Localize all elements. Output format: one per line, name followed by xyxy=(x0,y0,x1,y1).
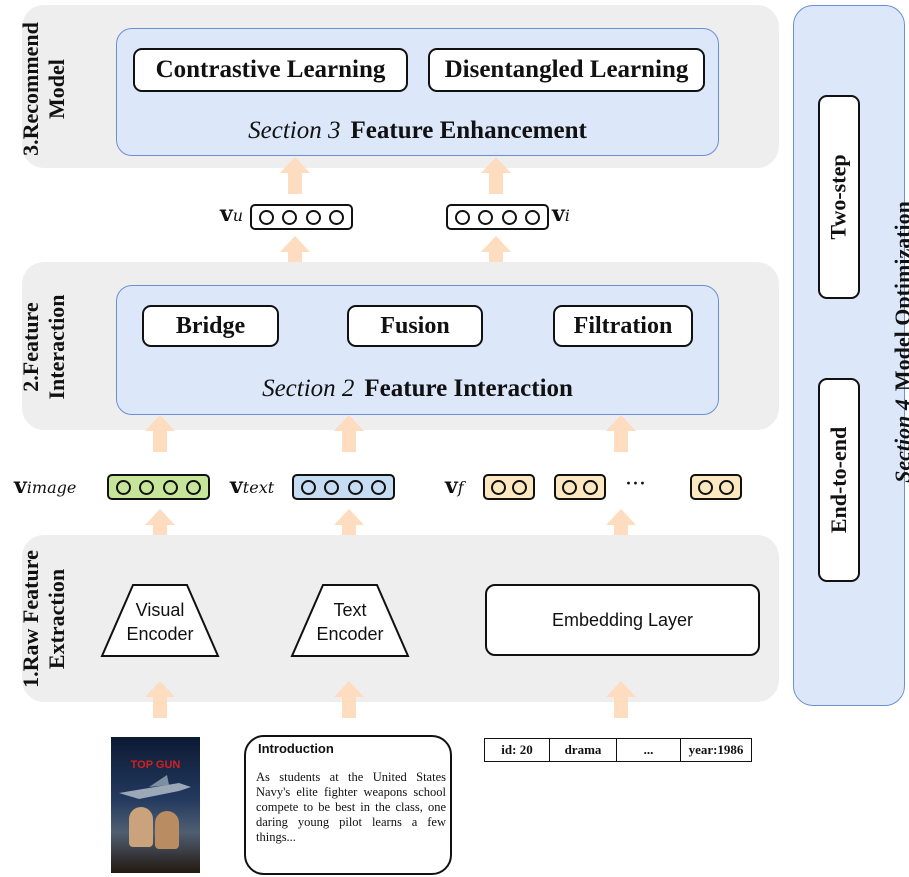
filtration-box: Filtration xyxy=(553,305,693,347)
text-encoder-shape xyxy=(290,584,410,657)
arrow-shaft-user-top xyxy=(288,172,302,194)
image-vector xyxy=(107,474,210,500)
poster-figure-2 xyxy=(155,811,179,849)
feature-ellipsis: ··· xyxy=(625,472,646,497)
meta-cell-genre: drama xyxy=(549,738,617,762)
text-encoder-label: Text Encoder xyxy=(316,600,384,644)
feature-vector-1 xyxy=(483,474,535,500)
poster-title: TOP GUN xyxy=(130,759,181,771)
user-vector xyxy=(250,204,353,230)
visual-encoder-shape xyxy=(100,584,220,657)
arrow-up-image-top xyxy=(145,415,175,431)
arrow-up-poster xyxy=(145,681,175,697)
item-vector xyxy=(446,204,549,230)
section-4-title: Section 4Model Optimization xyxy=(890,201,909,483)
feature-vector-n xyxy=(690,474,742,500)
disentangled-learning-box: Disentangled Learning xyxy=(428,48,705,92)
arrow-shaft-image-top xyxy=(153,430,167,452)
arrow-up-feature-bottom xyxy=(606,509,636,525)
arrow-up-feature-top xyxy=(606,415,636,431)
feature-vector-2 xyxy=(554,474,606,500)
metadata-table: id: 20 drama ... year:1986 xyxy=(484,738,752,762)
visual-encoder-label: Visual Encoder xyxy=(126,600,194,644)
contrastive-learning-box: Contrastive Learning xyxy=(133,48,408,92)
arrow-shaft-meta xyxy=(614,696,628,718)
arrow-up-intro xyxy=(334,681,364,697)
end-to-end-box: End-to-end xyxy=(818,378,860,582)
embedding-layer-box: Embedding Layer xyxy=(485,584,760,656)
recommend-model-label: 3.Recommend Model xyxy=(18,22,69,156)
arrow-up-item-bottom xyxy=(481,236,511,252)
end-to-end-label: End-to-end xyxy=(826,426,852,534)
two-step-label: Two-step xyxy=(826,154,851,240)
fusion-box: Fusion xyxy=(347,305,483,347)
arrow-up-image-bottom xyxy=(145,509,175,525)
introduction-card: Introduction As students at the United S… xyxy=(244,735,452,875)
introduction-title: Introduction xyxy=(258,741,334,756)
arrow-shaft-poster xyxy=(153,696,167,718)
arrow-up-text-bottom xyxy=(334,509,364,525)
movie-poster-image: TOP GUN xyxy=(111,737,200,873)
arrow-up-user-bottom xyxy=(280,236,310,252)
bridge-box: Bridge xyxy=(142,305,279,347)
introduction-body: As students at the United States Navy's … xyxy=(256,770,446,844)
arrow-up-meta xyxy=(606,681,636,697)
meta-cell-id: id: 20 xyxy=(484,738,550,762)
arrow-up-text-top xyxy=(334,415,364,431)
arrow-shaft-item-top xyxy=(489,172,503,194)
two-step-box: Two-step xyxy=(818,95,860,299)
arrow-shaft-feature-top xyxy=(614,430,628,452)
poster-figure-1 xyxy=(129,807,153,847)
arrow-shaft-text-top xyxy=(342,430,356,452)
feature-interaction-label: 2.Feature Interaction xyxy=(18,294,69,400)
arrow-up-item-top xyxy=(481,157,511,173)
arrow-up-user-top xyxy=(280,157,310,173)
meta-cell-ellipsis: ... xyxy=(616,738,681,762)
arrow-shaft-intro xyxy=(342,696,356,718)
meta-cell-year: year:1986 xyxy=(680,738,752,762)
text-vector xyxy=(292,474,395,500)
jet-icon xyxy=(119,775,191,799)
